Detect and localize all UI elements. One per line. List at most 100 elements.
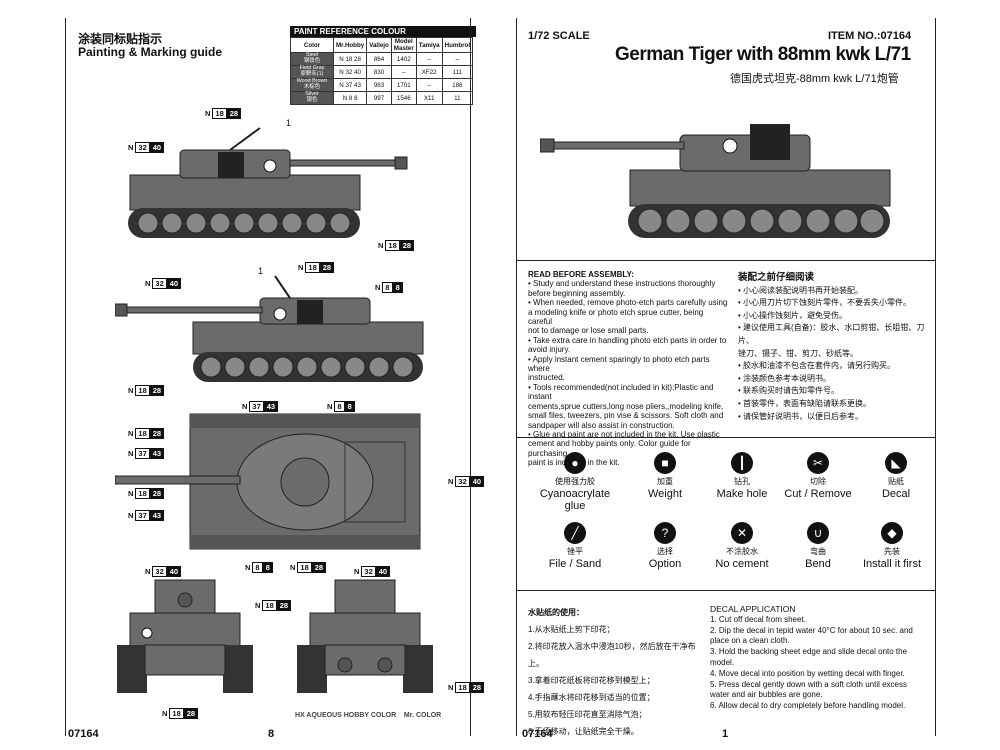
decal-zh-line: 4.手指蘸水将印花移到适当的位置； xyxy=(528,693,655,702)
cyanoacrylate-glue-icon: ● xyxy=(564,452,586,474)
decal-en-line: water and air bubbles are gone. xyxy=(710,690,823,700)
tank-top-view xyxy=(115,413,421,550)
hero-tank-image xyxy=(540,124,891,238)
left-item-code: 07164 xyxy=(68,728,99,740)
left-footer-brand: HX AQUEOUS HOBBY COLOR Mr. COLOR xyxy=(295,712,442,719)
zh-line: • 小心用刀片切下蚀刻片零件，不要丢失小零件。 xyxy=(738,298,912,308)
decal-zh-heading: 水贴纸的使用： xyxy=(528,608,584,617)
read-before-line: • When needed, remove photo-etch parts c… xyxy=(528,298,728,308)
decal-instructions-zh: 水贴纸的使用： 1.从水贴纸上剪下印花； 2.将印花放入温水中浸泡10秒，然后放… xyxy=(528,604,708,740)
zh-line: 锉刀、镊子、钳、剪刀、砂纸等。 xyxy=(738,348,858,358)
decal-en-line: 6. Allow decal to dry completely before … xyxy=(710,701,906,711)
read-before-heading: READ BEFORE ASSEMBLY: xyxy=(528,270,634,279)
left-page-number: 8 xyxy=(268,728,275,740)
read-before-line: not to damage or lose small parts. xyxy=(528,326,649,336)
col-tamiya: Tamiya xyxy=(415,37,443,53)
zh-line: • 小心操作蚀刻片，避免受伤。 xyxy=(738,310,848,320)
right-page-number: 1 xyxy=(722,728,729,740)
col-humbrol: Humbrol xyxy=(441,37,474,53)
read-before-line: a modeling knife or photo etch sprue cut… xyxy=(528,307,704,327)
decal-en-heading: DECAL APPLICATION xyxy=(710,604,796,614)
product-title-en: German Tiger with 88mm kwk L/71 xyxy=(615,44,911,65)
decal-zh-line: 1.从水贴纸上剪下印花； xyxy=(528,625,615,634)
decal-icon: ◣ xyxy=(885,452,907,474)
decal-zh-line: 3.拿着印花纸板将印花移到模型上； xyxy=(528,676,655,685)
drill-icon: ┃ xyxy=(731,452,753,474)
col-vallejo: Vallejo xyxy=(366,37,392,53)
zh-line: • 请保管好说明书，以便日后参考。 xyxy=(738,411,864,421)
tank-rear-view xyxy=(297,579,433,693)
decal-en-line: 3. Hold the backing sheet edge and slide… xyxy=(710,647,908,657)
paint-table: Color Mr.Hobby Vallejo Model Master Tami… xyxy=(290,37,474,105)
callout-number: 1 xyxy=(258,266,264,276)
callout-number: 1 xyxy=(286,118,292,128)
read-before-line: instructed. xyxy=(528,373,565,383)
divider xyxy=(516,590,936,591)
decal-zh-line: 2.将印花放入温水中浸泡10秒，然后放在干净布上。 xyxy=(528,642,696,668)
read-before-line: avoid injury. xyxy=(528,345,571,355)
col-modelmaster: Model Master xyxy=(390,37,417,53)
read-before-line: small files, tweezers, pin vise & scisso… xyxy=(528,411,724,421)
col-color: Color xyxy=(290,37,334,53)
decal-en-line: 5. Press decal gently down with a soft c… xyxy=(710,679,907,689)
tank-side-view-left xyxy=(115,275,424,382)
read-before-line: • Apply instant cement sparingly to phot… xyxy=(528,354,710,374)
decal-en-line: 2. Dip the decal in tepid water 40°C for… xyxy=(710,625,913,635)
decal-en-line: place on a clean cloth. xyxy=(710,636,790,646)
option-icon: ? xyxy=(654,522,676,544)
item-number: ITEM NO.:07164 xyxy=(828,30,912,42)
read-before-line: cements,sprue cutters,long nose pliers,,… xyxy=(528,401,724,411)
decal-en-line: 1. Cut off decal from sheet. xyxy=(710,614,806,624)
left-title-zh: 涂装同标贴指示 xyxy=(78,32,163,46)
read-before-line: • Tools recommended(not included in kit)… xyxy=(528,382,714,402)
right-page xyxy=(516,18,936,736)
tank-front-view xyxy=(117,579,253,693)
zh-heading: 装配之前仔细阅读 xyxy=(738,272,815,283)
paint-reference-table: PAINT REFERENCE COLOUR Color Mr.Hobby Va… xyxy=(290,26,476,105)
zh-line: • 涂装颜色参考本说明书。 xyxy=(738,373,832,383)
file-sand-icon: ╱ xyxy=(564,522,586,544)
read-before-line: • Take extra care in handling photo etch… xyxy=(528,335,727,345)
read-before-assembly: READ BEFORE ASSEMBLY: • Study and unders… xyxy=(528,270,728,468)
decal-instructions-en: DECAL APPLICATION 1. Cut off decal from … xyxy=(710,604,930,712)
divider xyxy=(516,437,936,438)
right-item-code: 07164 xyxy=(522,728,553,740)
col-mrhobby: Mr.Hobby xyxy=(332,37,368,53)
no-cement-icon: ✕ xyxy=(731,522,753,544)
product-title-zh: 德国虎式坦克-88mm kwk L/71炮管 xyxy=(730,73,899,85)
decal-zh-line: 5.用软布轻压印花直至消除气泡； xyxy=(528,710,647,719)
left-title-en: Painting & Marking guide xyxy=(78,45,223,59)
install-first-icon: ◆ xyxy=(881,522,903,544)
bend-icon: ∪ xyxy=(807,522,829,544)
decal-en-line: 4. Move decal into position by wetting d… xyxy=(710,668,905,678)
